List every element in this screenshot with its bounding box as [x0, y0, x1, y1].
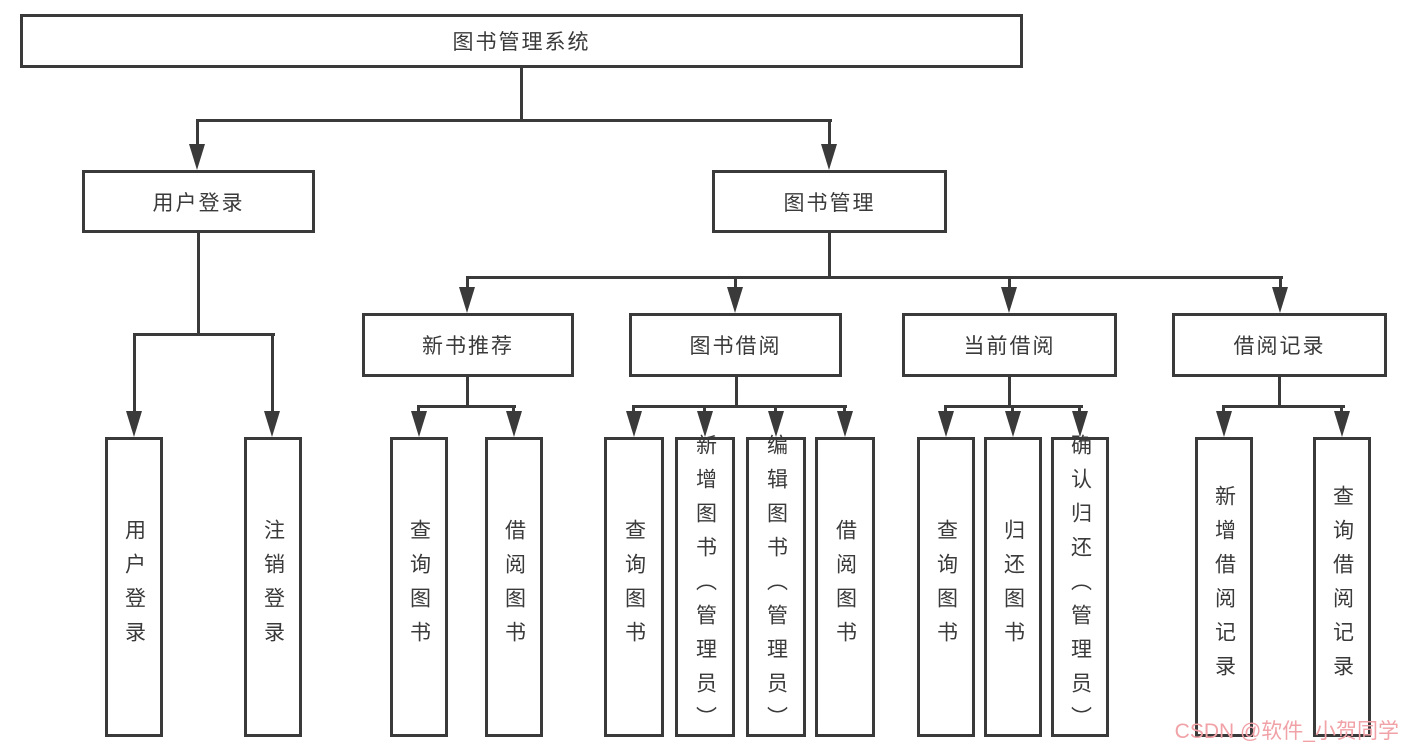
node-new-book-recommend-label: 新书推荐 — [422, 335, 514, 358]
connector-line — [734, 276, 737, 290]
arrow-down-icon — [837, 411, 853, 437]
leaf-records-add-record-label: 新增借阅记录 — [1212, 485, 1236, 689]
leaf-borrow-borrow-books: 借阅图书 — [815, 437, 875, 737]
connector-line — [703, 405, 706, 415]
node-book-borrow: 图书借阅 — [629, 313, 842, 377]
arrow-down-icon — [189, 144, 205, 170]
leaf-recommend-query-books-label: 查询图书 — [407, 519, 431, 655]
connector-line — [944, 405, 947, 415]
leaf-logout-label: 注销登录 — [261, 519, 285, 655]
leaf-recommend-query-books: 查询图书 — [390, 437, 448, 737]
connector-line — [466, 276, 469, 290]
connector-line — [843, 405, 846, 415]
connector-line — [1222, 405, 1345, 408]
arrow-down-icon — [1272, 287, 1288, 313]
connector-line — [828, 119, 831, 147]
node-user-login: 用户登录 — [82, 170, 315, 233]
leaf-user-login-label: 用户登录 — [122, 519, 146, 655]
node-current-borrow-label: 当前借阅 — [963, 335, 1056, 358]
connector-line — [1008, 375, 1011, 408]
arrow-down-icon — [506, 411, 522, 437]
arrow-down-icon — [1216, 411, 1232, 437]
node-root: 图书管理系统 — [20, 14, 1023, 68]
connector-line — [133, 333, 275, 336]
connector-line — [417, 405, 420, 415]
arrow-down-icon — [264, 411, 280, 437]
leaf-user-login: 用户登录 — [105, 437, 163, 737]
arrow-down-icon — [411, 411, 427, 437]
connector-line — [735, 375, 738, 408]
node-new-book-recommend: 新书推荐 — [362, 313, 574, 377]
leaf-recommend-borrow-books-label: 借阅图书 — [502, 519, 526, 655]
leaf-borrow-edit-books-admin: 编辑图书（管理员） — [746, 434, 806, 740]
leaf-records-query-record-label: 查询借阅记录 — [1330, 485, 1354, 689]
arrow-down-icon — [727, 287, 743, 313]
leaf-borrow-edit-books-admin-label: 编辑图书（管理员） — [764, 434, 788, 740]
node-borrow-records: 借阅记录 — [1172, 313, 1387, 377]
arrow-down-icon — [768, 411, 784, 437]
leaf-borrow-borrow-books-label: 借阅图书 — [833, 519, 857, 655]
arrow-down-icon — [1001, 287, 1017, 313]
connector-line — [632, 405, 847, 408]
connector-line — [1008, 276, 1011, 290]
connector-line — [1011, 405, 1014, 415]
node-user-login-label: 用户登录 — [152, 191, 245, 215]
leaf-current-query-books-label: 查询图书 — [934, 519, 958, 655]
leaf-borrow-add-books-admin: 新增图书（管理员） — [675, 434, 735, 740]
arrow-down-icon — [938, 411, 954, 437]
leaf-logout: 注销登录 — [244, 437, 302, 737]
leaf-recommend-borrow-books: 借阅图书 — [485, 437, 543, 737]
connector-line — [466, 276, 1283, 279]
connector-line — [271, 333, 274, 413]
connector-line — [196, 119, 832, 122]
leaf-current-query-books: 查询图书 — [917, 437, 975, 737]
arrow-down-icon — [459, 287, 475, 313]
node-root-label: 图书管理系统 — [452, 31, 591, 54]
arrow-down-icon — [821, 144, 837, 170]
leaf-borrow-query-books-label: 查询图书 — [622, 519, 646, 655]
connector-line — [1222, 405, 1225, 415]
arrow-down-icon — [126, 411, 142, 437]
node-book-management: 图书管理 — [712, 170, 947, 233]
node-borrow-records-label: 借阅记录 — [1233, 335, 1326, 358]
node-book-management-label: 图书管理 — [783, 191, 876, 215]
arrow-down-icon — [1334, 411, 1350, 437]
connector-line — [1279, 276, 1282, 290]
connector-line — [466, 375, 469, 408]
connector-line — [197, 231, 200, 336]
connector-line — [828, 231, 831, 279]
node-current-borrow: 当前借阅 — [902, 313, 1117, 377]
connector-line — [632, 405, 635, 415]
node-book-borrow-label: 图书借阅 — [689, 335, 782, 358]
arrow-down-icon — [626, 411, 642, 437]
leaf-records-add-record: 新增借阅记录 — [1195, 437, 1253, 737]
connector-line — [1278, 375, 1281, 408]
connector-line — [512, 405, 515, 415]
leaf-borrow-add-books-admin-label: 新增图书（管理员） — [693, 434, 717, 740]
csdn-watermark: CSDN @软件_小贺同学 — [1174, 720, 1399, 743]
connector-line — [1340, 405, 1343, 415]
connector-line — [196, 119, 199, 147]
arrow-down-icon — [697, 411, 713, 437]
connector-line — [133, 333, 136, 413]
leaf-records-query-record: 查询借阅记录 — [1313, 437, 1371, 737]
leaf-current-return-books-label: 归还图书 — [1001, 519, 1025, 655]
leaf-current-confirm-return-admin-label: 确认归还（管理员） — [1068, 434, 1092, 740]
arrow-down-icon — [1005, 411, 1021, 437]
connector-line — [520, 66, 523, 122]
connector-line — [774, 405, 777, 415]
leaf-borrow-query-books: 查询图书 — [604, 437, 664, 737]
connector-line — [1078, 405, 1081, 415]
connector-line — [417, 405, 516, 408]
leaf-current-confirm-return-admin: 确认归还（管理员） — [1051, 434, 1109, 740]
leaf-current-return-books: 归还图书 — [984, 437, 1042, 737]
arrow-down-icon — [1072, 411, 1088, 437]
